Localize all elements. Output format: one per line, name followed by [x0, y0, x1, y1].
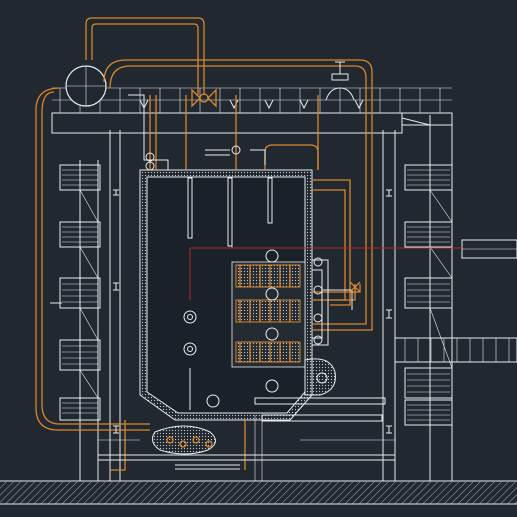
lower-beams — [98, 439, 395, 461]
inner-hangers — [187, 177, 273, 410]
ground-slab — [0, 480, 517, 505]
column-ticks — [113, 189, 392, 434]
steam-drum — [65, 65, 107, 107]
superheater-coils — [235, 264, 301, 363]
leader-line — [189, 247, 462, 300]
left-platform-stairs — [50, 164, 101, 421]
access-ports — [183, 249, 279, 408]
steam-piping — [35, 17, 373, 471]
right-platform-stairs — [404, 164, 453, 426]
safety-valves — [191, 61, 361, 293]
lower-header — [151, 425, 240, 470]
furnace-body — [139, 169, 313, 421]
economizer-casing — [254, 358, 386, 422]
process-piping — [128, 94, 353, 346]
right-flue-duct — [394, 239, 517, 363]
